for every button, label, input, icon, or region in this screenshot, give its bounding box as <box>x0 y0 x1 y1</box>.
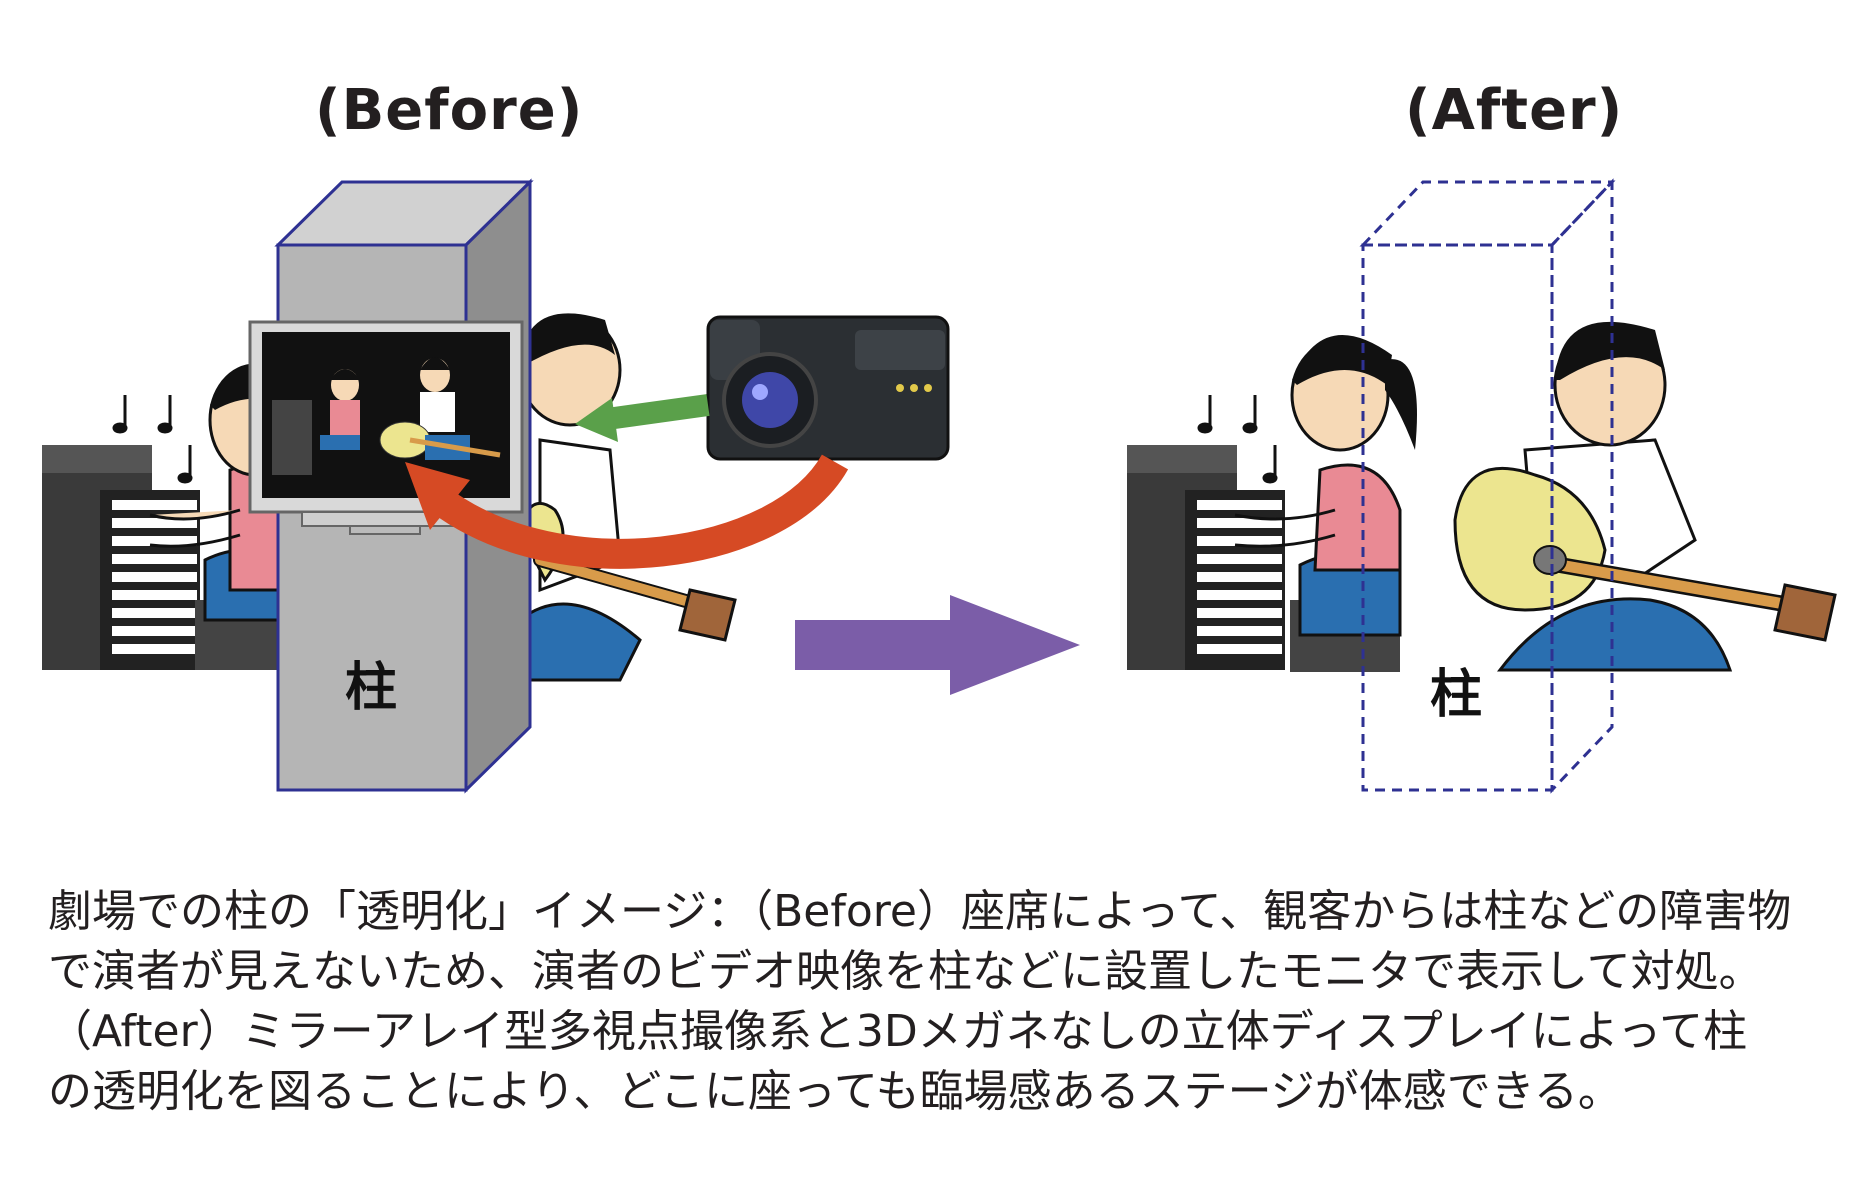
caption-line: （After）ミラーアレイ型多視点撮像系と3Dメガネなしの立体ディスプレイによっ… <box>48 1006 1748 1057</box>
video-camera-icon <box>706 315 950 461</box>
piano-after <box>1127 445 1285 670</box>
piano-before <box>42 445 200 670</box>
eighth-note-icon <box>1197 395 1278 484</box>
before-heading: (Before) <box>315 78 584 143</box>
guitarist-before <box>508 313 737 682</box>
green-arrow <box>598 394 710 431</box>
pillar-label-after: 柱 <box>1430 665 1482 725</box>
caption: 劇場での柱の「透明化」イメージ：（Before）座席によって、観客からは柱などの… <box>48 882 1848 1122</box>
caption-line: 劇場での柱の「透明化」イメージ：（Before）座席によって、観客からは柱などの… <box>48 886 1792 937</box>
green-arrow-head <box>575 398 618 442</box>
pillar-after <box>1359 178 1616 794</box>
pianist-after <box>1234 335 1417 672</box>
caption-line: で演者が見えないため、演者のビデオ映像を柱などに設置したモニタで表示して対処。 <box>48 946 1763 997</box>
before-scene: 柱 <box>42 178 950 794</box>
caption-line: の透明化を図ることにより、どこに座っても臨場感あるステージが体感できる。 <box>48 1066 1622 1117</box>
diagram-canvas: 柱 <box>42 178 1837 794</box>
guitarist-after <box>1453 321 1837 672</box>
orange-arrow-head <box>405 462 470 530</box>
pillar-label-before: 柱 <box>345 658 397 718</box>
after-heading: (After) <box>1405 78 1624 143</box>
eighth-note-icon <box>112 395 193 484</box>
after-scene: 柱 <box>1127 178 1837 794</box>
orange-arrow <box>431 454 849 569</box>
right-arrow-icon <box>795 595 1080 695</box>
monitor-icon <box>248 320 524 535</box>
